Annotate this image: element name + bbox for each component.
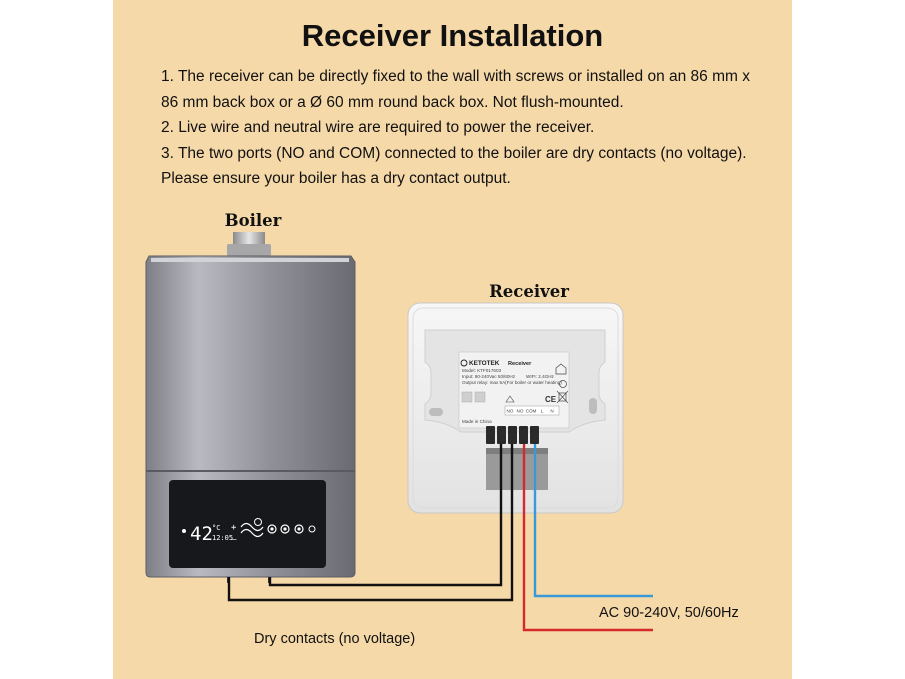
boiler-display-temp: 42: [190, 523, 213, 545]
boiler-top-highlight: [151, 258, 349, 262]
mount-slot: [589, 398, 597, 414]
warning-icon: [505, 395, 515, 403]
receiver-label: Receiver: [489, 282, 569, 301]
page-title: Receiver Installation: [301, 18, 604, 53]
receiver-model: Model: KTF017603: [462, 368, 502, 373]
receiver-brand-sub: Receiver: [508, 361, 532, 367]
heat-button-icon: [294, 524, 304, 534]
recycle-icon: [559, 380, 567, 388]
terminal-label: COM: [526, 409, 537, 414]
live-wire: [522, 444, 653, 632]
receiver-made-in: Made in China: [462, 419, 492, 424]
terminal-label: L: [541, 409, 544, 414]
ketotek-logo-icon: [460, 359, 468, 367]
receiver-brand: KETOTEK: [469, 360, 500, 367]
home-icon: [555, 363, 567, 375]
ce-mark-icon: CE: [545, 395, 557, 404]
boiler-panel-seam: [146, 470, 355, 472]
receiver-relay: Output relay: max 5A(For boiler or water…: [462, 380, 562, 385]
receiver-wifi: WIFI: 2.4GHz: [526, 374, 555, 379]
terminal-block: [486, 426, 539, 444]
boiler-display-time: 12:05: [212, 534, 233, 542]
wires: [227, 444, 653, 632]
terminal-screw: [530, 426, 539, 444]
terminal-label: NO: [507, 409, 514, 414]
wiring-schematic-icon: [461, 391, 473, 403]
installation-notes: 1. The receiver can be directly fixed to…: [161, 64, 771, 192]
terminal-screw: [486, 426, 495, 444]
temp-button-icon: [267, 524, 277, 534]
boiler-pipe-nut: [227, 244, 271, 256]
terminal-label: NO: [517, 409, 524, 414]
boiler-button-icons: [267, 524, 316, 534]
weee-bin-icon: [556, 390, 569, 404]
power-icon: [308, 525, 316, 533]
plus-icon: +: [231, 523, 237, 533]
boiler-label: Boiler: [225, 211, 282, 230]
cable-channel: [486, 448, 548, 490]
note-2: 2. Live wire and neutral wire are requir…: [161, 119, 595, 136]
receiver-input: Input: 90-240Vac 50/60Hz: [462, 374, 516, 379]
note-1: 1. The receiver can be directly fixed to…: [161, 68, 750, 111]
boiler-display-unit: °C: [212, 524, 220, 532]
note-3: 3. The two ports (NO and COM) connected …: [161, 144, 747, 188]
wiring-schematic-icon: [474, 391, 486, 403]
mount-slot: [429, 408, 443, 416]
wave-icon: [240, 518, 264, 538]
flame-icon: [182, 529, 186, 533]
wiring-diagram: Boiler 42 °C 12:05 + –: [145, 211, 739, 647]
neutral-wire: [533, 444, 653, 598]
dry-contact-wire-no: [268, 444, 503, 587]
illustration-panel: Receiver Installation 1. The receiver ca…: [113, 0, 792, 679]
receiver-unit: KETOTEK Receiver Model: KTF017603 Input:…: [407, 302, 624, 514]
power-supply-label: AC 90-240V, 50/60Hz: [599, 605, 739, 621]
water-button-icon: [280, 524, 290, 534]
terminal-screw: [497, 426, 506, 444]
minus-icon: –: [231, 535, 237, 545]
boiler-unit: 42 °C 12:05 + –: [145, 232, 356, 583]
terminal-screw: [519, 426, 528, 444]
dry-contact-wire-com: [227, 444, 514, 602]
terminal-label: N: [550, 409, 553, 414]
terminal-labels: NO NO COM L N: [504, 405, 560, 416]
terminal-screw: [508, 426, 517, 444]
dry-contacts-label: Dry contacts (no voltage): [254, 631, 415, 647]
receiver-info-label: [458, 351, 570, 429]
